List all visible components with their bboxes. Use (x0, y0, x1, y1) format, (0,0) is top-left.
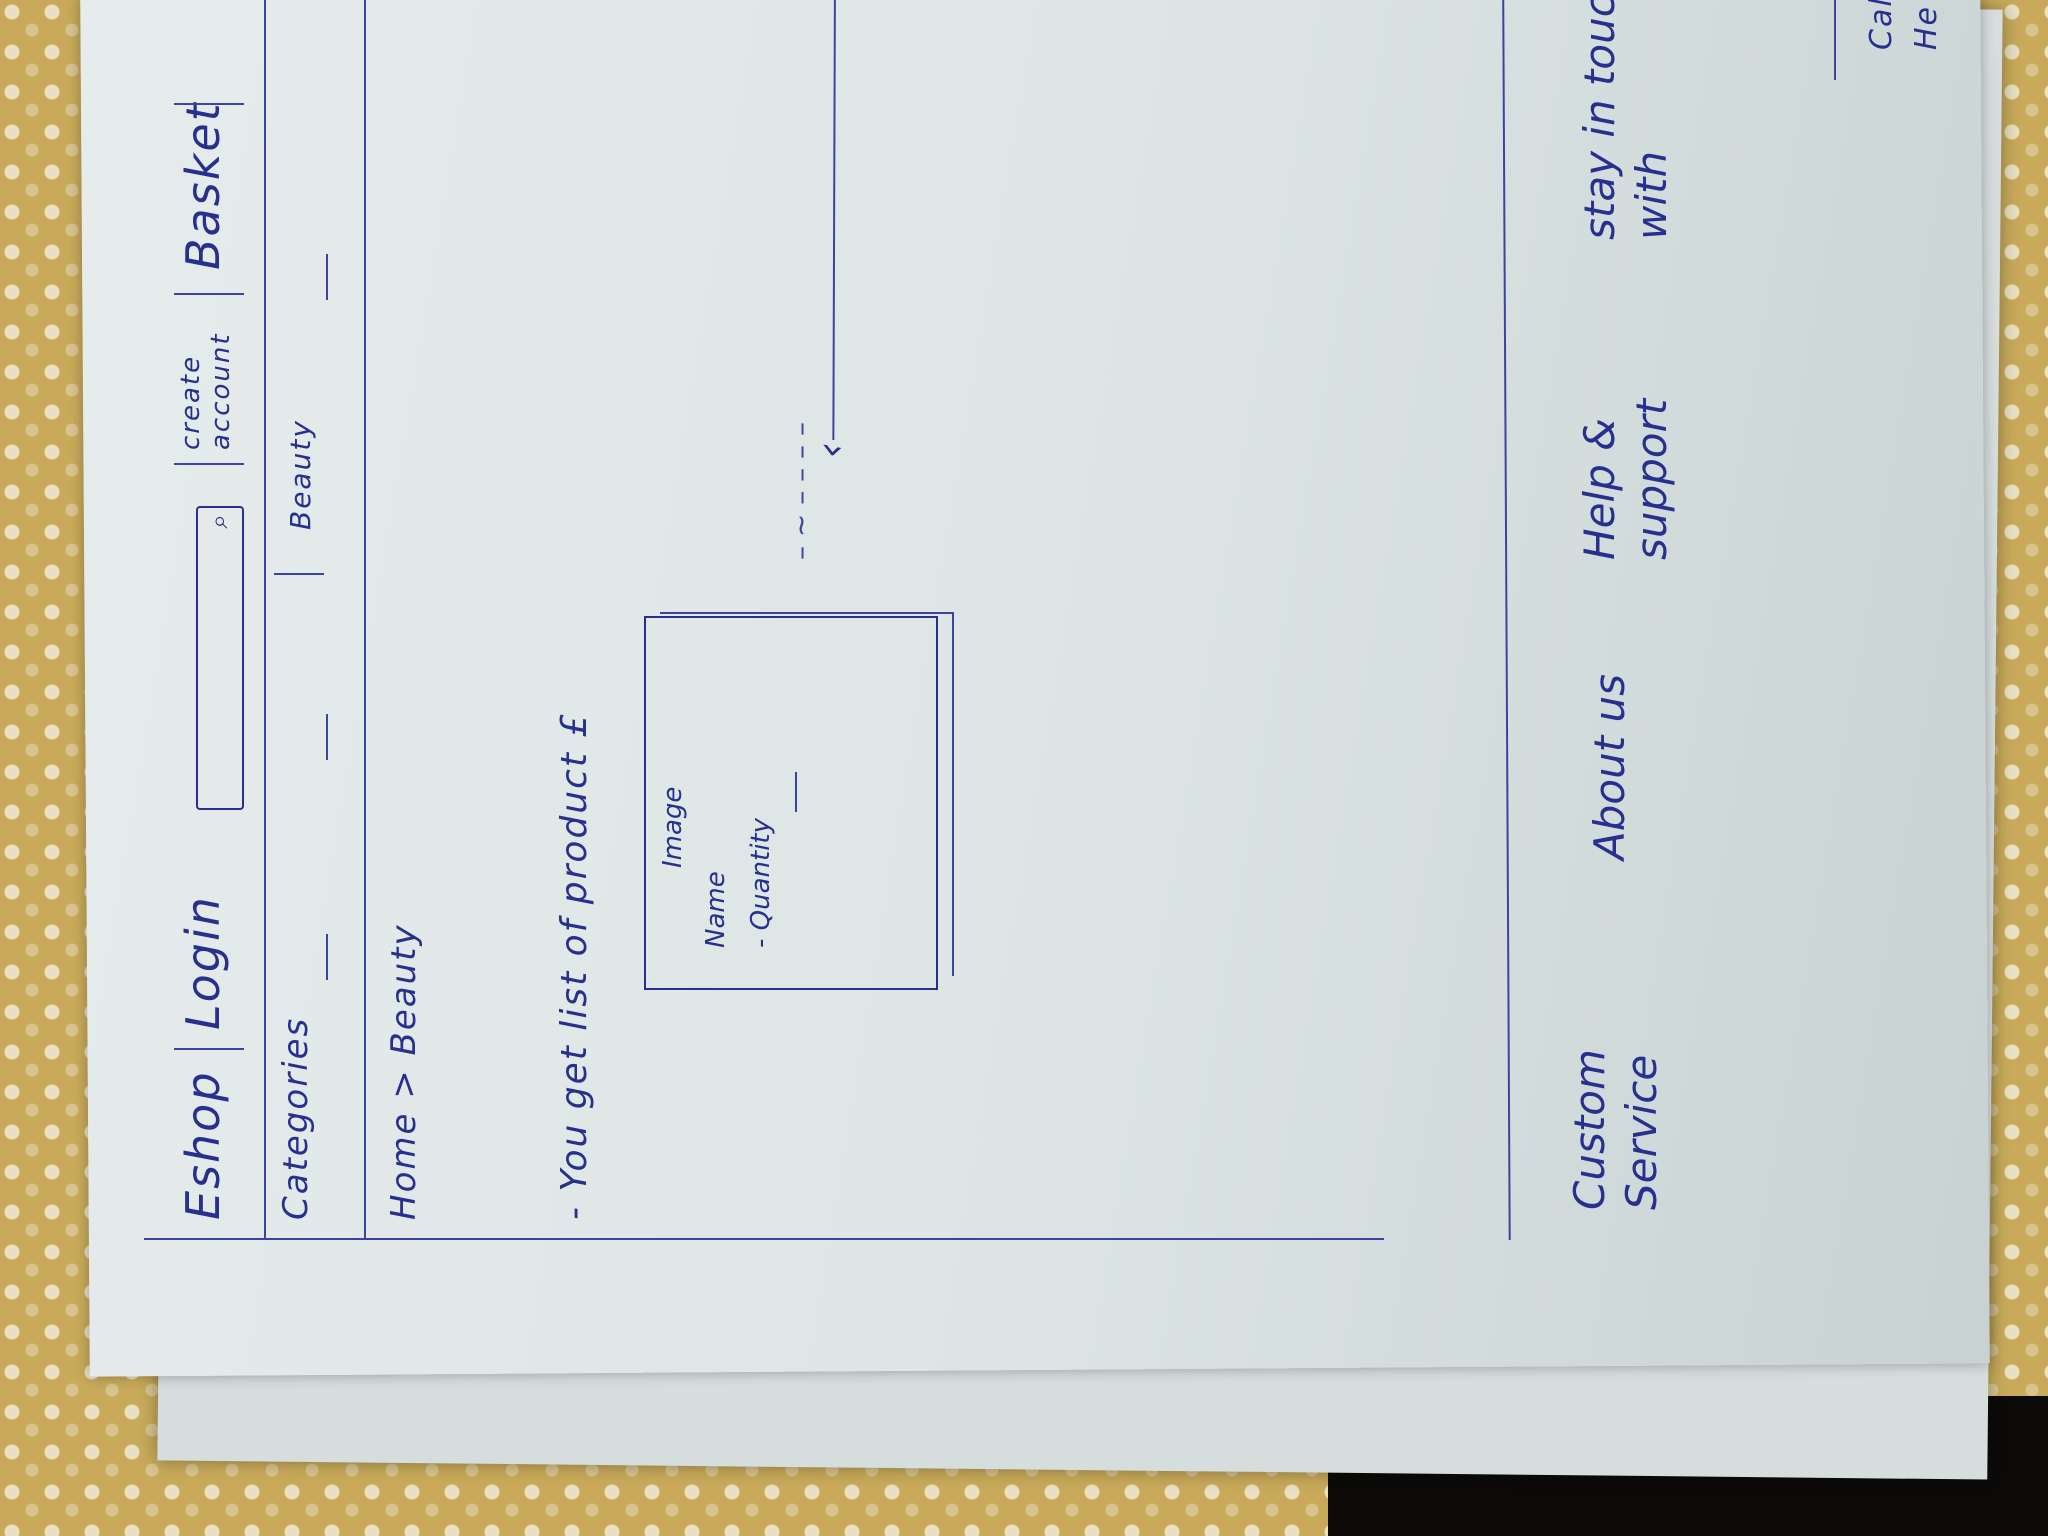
footer-customer-service[interactable]: Custom Service (1565, 1049, 1666, 1210)
header-separator (174, 103, 244, 105)
category-placeholder (326, 714, 328, 760)
category-placeholder (326, 254, 328, 300)
logo-eshop[interactable]: Eshop (176, 1070, 230, 1220)
page-left-border (144, 1238, 1384, 1240)
header-separator (174, 293, 244, 295)
header-separator (174, 463, 244, 465)
quantity-line (795, 772, 797, 812)
search-icon[interactable]: ⌕ (204, 514, 234, 529)
footer-stay-in-touch[interactable]: stay in touch with (1575, 0, 1676, 240)
edge-fragment-he: He (1909, 4, 1944, 50)
breadcrumb[interactable]: Home > Beauty (384, 923, 424, 1220)
product-quantity[interactable]: - Quantity (746, 818, 776, 948)
category-placeholder (326, 934, 328, 980)
search-input[interactable]: ⌕ (196, 506, 244, 810)
scroll-arrow-line (832, 0, 838, 441)
create-account-link[interactable]: create account (176, 332, 236, 450)
category-beauty[interactable]: Beauty (284, 419, 317, 530)
product-card[interactable]: Image Name - Quantity (644, 616, 938, 990)
right-edge-divider (1834, 0, 1836, 80)
header-separator (174, 1048, 244, 1050)
edge-fragment-cal: Cale (1864, 0, 1899, 50)
product-image-placeholder: Image (658, 786, 688, 868)
wireframe-sketch: Eshop Login ⌕ create account Basket Cate… (64, 0, 1944, 1280)
categories-label[interactable]: Categories (276, 1016, 316, 1220)
login-link[interactable]: Login (176, 895, 230, 1030)
footer-help-support[interactable]: Help & support (1575, 398, 1676, 560)
basket-link[interactable]: Basket (176, 101, 230, 270)
header-divider (264, 0, 266, 1240)
scroll-arrow-head-icon[interactable]: ‹ (808, 440, 854, 458)
footer-about-us[interactable]: About us (1585, 673, 1634, 860)
category-separator (274, 573, 324, 575)
product-list-caption: - You get list of product £ (554, 712, 595, 1220)
category-divider (364, 0, 366, 1240)
product-name[interactable]: Name (701, 871, 731, 948)
footer-divider (1499, 0, 1511, 1240)
